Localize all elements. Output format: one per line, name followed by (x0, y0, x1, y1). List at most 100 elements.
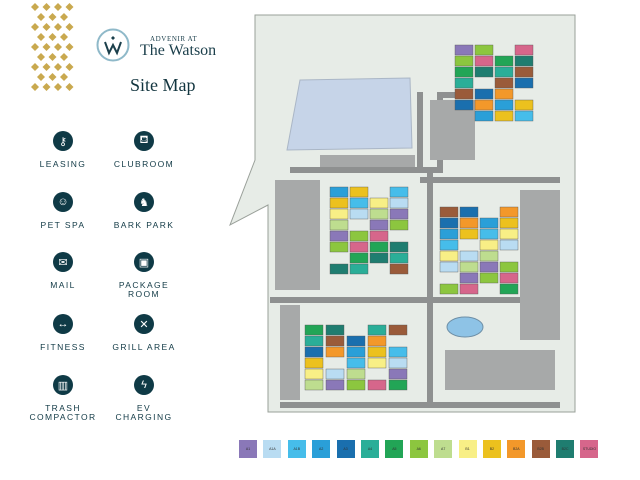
apartment-unit[interactable] (439, 283, 459, 295)
apartment-unit[interactable] (349, 241, 369, 253)
apartment-unit[interactable] (349, 197, 369, 209)
apartment-unit[interactable] (479, 228, 499, 240)
apartment-unit[interactable] (329, 241, 349, 253)
apartment-unit[interactable] (499, 228, 519, 240)
apartment-unit[interactable] (367, 379, 387, 391)
apartment-unit[interactable] (349, 230, 369, 242)
apartment-unit[interactable] (474, 66, 494, 78)
apartment-unit[interactable] (479, 250, 499, 262)
apartment-unit[interactable] (454, 55, 474, 67)
apartment-unit[interactable] (325, 335, 345, 347)
apartment-unit[interactable] (329, 186, 349, 198)
apartment-unit[interactable] (439, 206, 459, 218)
apartment-unit[interactable] (329, 219, 349, 231)
apartment-unit[interactable] (389, 197, 409, 209)
apartment-unit[interactable] (304, 368, 324, 380)
apartment-unit[interactable] (349, 252, 369, 264)
apartment-unit[interactable] (346, 379, 366, 391)
apartment-unit[interactable] (389, 241, 409, 253)
apartment-unit[interactable] (494, 66, 514, 78)
apartment-unit[interactable] (304, 379, 324, 391)
apartment-unit[interactable] (369, 197, 389, 209)
apartment-unit[interactable] (346, 335, 366, 347)
apartment-unit[interactable] (499, 206, 519, 218)
apartment-unit[interactable] (304, 324, 324, 336)
apartment-unit[interactable] (388, 379, 408, 391)
apartment-unit[interactable] (388, 368, 408, 380)
apartment-unit[interactable] (389, 208, 409, 220)
apartment-unit[interactable] (349, 263, 369, 275)
amenity-grill-area[interactable]: ✕GRILL AREA (99, 314, 189, 352)
apartment-unit[interactable] (479, 217, 499, 229)
apartment-unit[interactable] (479, 272, 499, 284)
apartment-unit[interactable] (514, 110, 534, 122)
apartment-unit[interactable] (494, 110, 514, 122)
apartment-unit[interactable] (454, 88, 474, 100)
apartment-unit[interactable] (367, 346, 387, 358)
apartment-unit[interactable] (459, 272, 479, 284)
apartment-unit[interactable] (369, 241, 389, 253)
amenity-fitness[interactable]: ↔FITNESS (18, 314, 108, 352)
amenity-mail[interactable]: ✉MAIL (18, 252, 108, 290)
apartment-unit[interactable] (459, 283, 479, 295)
apartment-unit[interactable] (439, 261, 459, 273)
apartment-unit[interactable] (479, 261, 499, 273)
apartment-unit[interactable] (499, 217, 519, 229)
amenity-trash-compactor[interactable]: ▥TRASH COMPACTOR (18, 375, 108, 422)
apartment-unit[interactable] (459, 217, 479, 229)
apartment-unit[interactable] (439, 228, 459, 240)
apartment-unit[interactable] (304, 357, 324, 369)
apartment-unit[interactable] (474, 110, 494, 122)
apartment-unit[interactable] (439, 239, 459, 251)
apartment-unit[interactable] (514, 77, 534, 89)
apartment-unit[interactable] (474, 99, 494, 111)
apartment-unit[interactable] (369, 252, 389, 264)
apartment-unit[interactable] (329, 263, 349, 275)
apartment-unit[interactable] (367, 357, 387, 369)
apartment-unit[interactable] (325, 324, 345, 336)
apartment-unit[interactable] (459, 228, 479, 240)
apartment-unit[interactable] (439, 250, 459, 262)
site-map[interactable] (225, 12, 585, 417)
apartment-unit[interactable] (494, 55, 514, 67)
apartment-unit[interactable] (329, 230, 349, 242)
apartment-unit[interactable] (454, 66, 474, 78)
apartment-unit[interactable] (304, 346, 324, 358)
apartment-unit[interactable] (514, 55, 534, 67)
apartment-unit[interactable] (346, 368, 366, 380)
apartment-unit[interactable] (494, 77, 514, 89)
apartment-unit[interactable] (454, 44, 474, 56)
apartment-unit[interactable] (389, 263, 409, 275)
apartment-unit[interactable] (389, 219, 409, 231)
apartment-unit[interactable] (388, 357, 408, 369)
amenity-clubroom[interactable]: ⛾CLUBROOM (99, 131, 189, 169)
apartment-unit[interactable] (479, 239, 499, 251)
apartment-unit[interactable] (388, 346, 408, 358)
apartment-unit[interactable] (514, 44, 534, 56)
apartment-unit[interactable] (346, 357, 366, 369)
apartment-unit[interactable] (474, 44, 494, 56)
apartment-unit[interactable] (499, 283, 519, 295)
amenity-bark-park[interactable]: ♞BARK PARK (99, 192, 189, 230)
apartment-unit[interactable] (514, 66, 534, 78)
amenity-package-room[interactable]: ▣PACKAGE ROOM (99, 252, 189, 299)
apartment-unit[interactable] (346, 346, 366, 358)
apartment-unit[interactable] (454, 99, 474, 111)
apartment-unit[interactable] (499, 261, 519, 273)
apartment-unit[interactable] (325, 368, 345, 380)
apartment-unit[interactable] (514, 99, 534, 111)
apartment-unit[interactable] (329, 197, 349, 209)
apartment-unit[interactable] (439, 217, 459, 229)
apartment-unit[interactable] (367, 335, 387, 347)
apartment-unit[interactable] (474, 88, 494, 100)
apartment-unit[interactable] (454, 77, 474, 89)
apartment-unit[interactable] (494, 88, 514, 100)
apartment-unit[interactable] (389, 186, 409, 198)
apartment-unit[interactable] (325, 346, 345, 358)
apartment-unit[interactable] (349, 186, 369, 198)
apartment-unit[interactable] (459, 261, 479, 273)
apartment-unit[interactable] (367, 324, 387, 336)
apartment-unit[interactable] (388, 324, 408, 336)
apartment-unit[interactable] (369, 208, 389, 220)
